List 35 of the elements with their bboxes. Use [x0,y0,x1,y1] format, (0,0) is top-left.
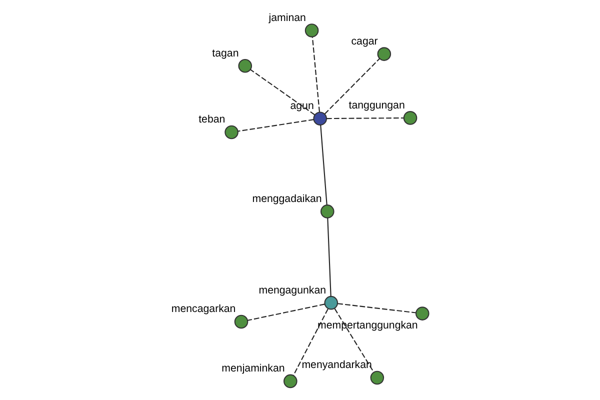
connector [324,58,380,114]
node-label: menggadaikan [252,192,322,205]
node-circle [283,374,297,388]
node-label: tagan [212,47,238,60]
node-circle [370,370,384,385]
node-circle [376,47,391,61]
connector [320,124,327,205]
node-circle [304,24,318,38]
node-label: mempertanggungkan [317,319,418,332]
node-circle [320,204,334,218]
node-label: tanggungan [348,99,404,112]
connector [334,308,374,372]
node-circle [234,314,248,329]
connector [326,117,404,120]
connector [337,303,416,314]
node-label: cagar [350,35,378,48]
connector [311,37,320,112]
connector [292,308,328,376]
node-label: menyandarkan [301,359,372,372]
node-label: menjaminkan [221,362,284,375]
node-circle [402,111,417,125]
node-circle [224,125,238,140]
node-label: teban [198,114,225,126]
connector [237,119,314,132]
node-label: mengagunkan [258,284,326,296]
connector [250,69,315,116]
node-circle [312,112,326,126]
node-circle [414,306,429,320]
connector [247,304,324,321]
node-label: mencagarkan [170,303,236,316]
connector [326,218,331,296]
node-circle [238,58,252,73]
node-circle [324,296,338,310]
node-label: jaminan [268,12,306,24]
node-label: agun [290,100,314,112]
